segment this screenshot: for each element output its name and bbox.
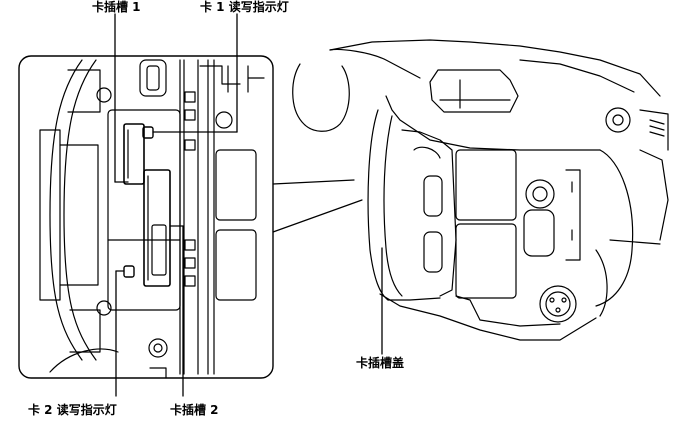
leader-lines — [114, 13, 383, 397]
label-card-1-rw-indicator: 卡 1 读写指示灯 — [200, 0, 289, 14]
label-card-slot-cover: 卡插槽盖 — [356, 356, 405, 370]
camera-body — [292, 39, 669, 341]
label-card-2-rw-indicator: 卡 2 读写指示灯 — [28, 403, 117, 417]
label-card-slot-1: 卡插槽 1 — [92, 0, 141, 14]
zoom-inset — [18, 55, 274, 379]
label-card-slot-2: 卡插槽 2 — [170, 403, 219, 417]
